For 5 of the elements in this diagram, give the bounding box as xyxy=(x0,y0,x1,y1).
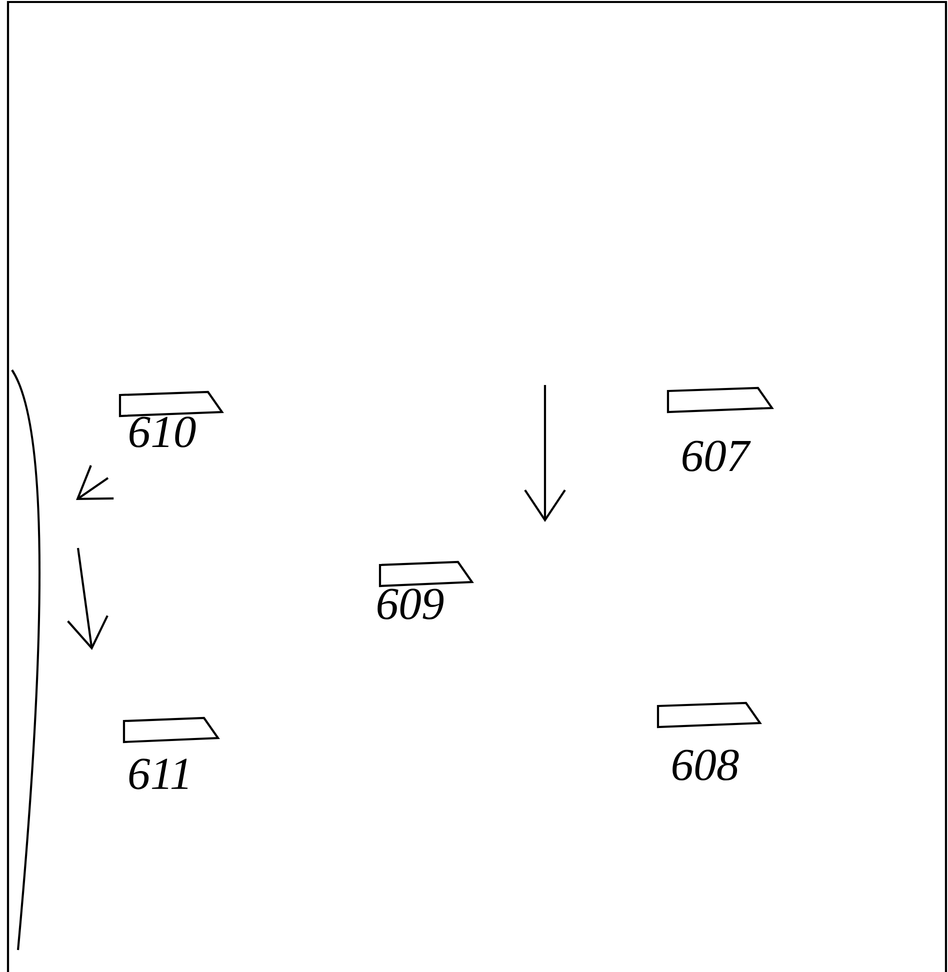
callout-number: 607 xyxy=(682,440,751,472)
callout-number: 609 xyxy=(378,588,444,620)
callout-number: 608 xyxy=(672,750,739,780)
callout-number: 611 xyxy=(129,758,188,790)
callout-number: 610 xyxy=(130,416,196,448)
